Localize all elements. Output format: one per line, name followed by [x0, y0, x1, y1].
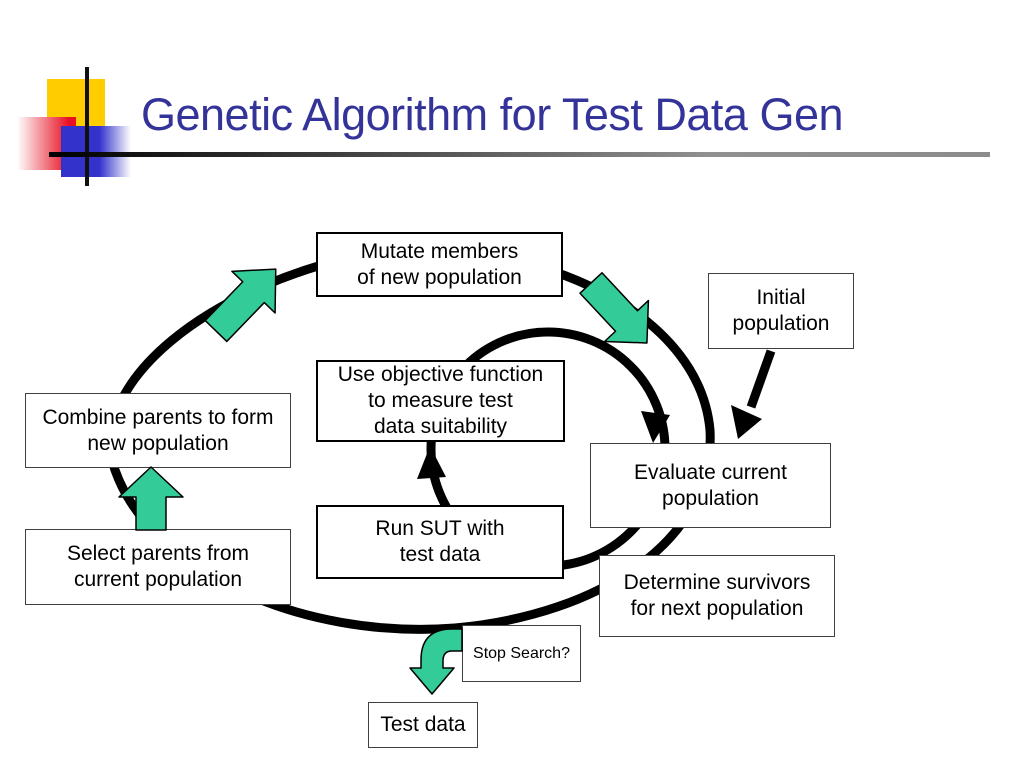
box-determine-survivors: Determine survivors for next population — [599, 555, 835, 637]
box-evaluate-population: Evaluate current population — [590, 443, 831, 528]
box-mutate-members-label: Mutate members of new population — [357, 239, 522, 289]
box-objective-function-label: Use objective function to measure test d… — [337, 363, 544, 438]
inner-circle-to-evaluate-arrowhead — [641, 411, 670, 443]
box-select-parents-label: Select parents from current population — [66, 542, 250, 591]
green-elbow-arrow — [409, 628, 463, 695]
box-run-sut-label: Run SUT with test data — [375, 517, 505, 566]
outer-cycle-ellipse — [105, 242, 715, 634]
title-rule — [49, 152, 990, 157]
box-test-data: Test data — [368, 702, 478, 748]
box-combine-parents-label: Combine parents to form new population — [42, 405, 274, 455]
box-stop-search: Stop Search? — [462, 625, 581, 682]
box-initial-population-label: Initial population — [732, 286, 830, 335]
green-arrow-ne — [204, 268, 277, 343]
box-combine-parents: Combine parents to form new population — [25, 393, 291, 468]
box-initial-population: Initial population — [708, 273, 854, 349]
run-sut-to-objective-arrowhead — [417, 446, 446, 479]
green-arrow-up — [118, 466, 184, 531]
box-test-data-label: Test data — [380, 713, 466, 736]
box-determine-survivors-label: Determine survivors for next population — [623, 571, 811, 620]
logo-blue-square — [61, 126, 131, 177]
box-mutate-members: Mutate members of new population — [316, 232, 563, 297]
box-evaluate-population-label: Evaluate current population — [634, 460, 787, 510]
box-objective-function: Use objective function to measure test d… — [316, 360, 565, 442]
box-select-parents: Select parents from current population — [25, 529, 291, 605]
page-title: Genetic Algorithm for Test Data Gen — [141, 89, 844, 140]
initial-to-evaluate-arrowhead — [731, 405, 762, 439]
box-stop-search-label: Stop Search? — [473, 644, 570, 662]
green-arrow-se — [579, 272, 650, 344]
box-run-sut: Run SUT with test data — [316, 505, 564, 579]
initial-to-evaluate-arrow-shaft — [746, 349, 776, 409]
logo-vertical-line — [85, 67, 89, 186]
